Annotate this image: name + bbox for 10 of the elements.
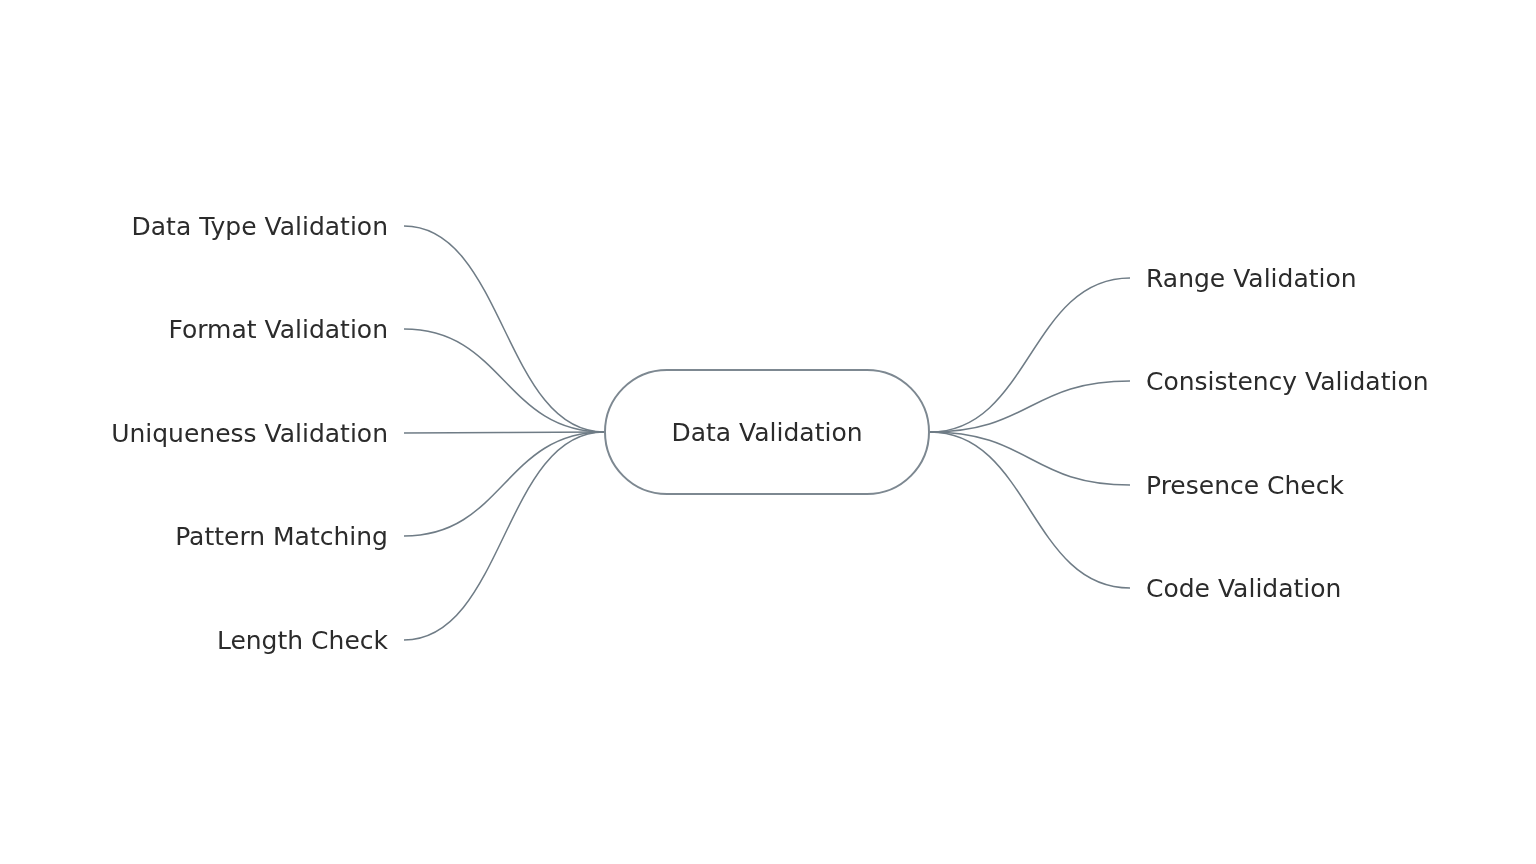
branch-label: Range Validation (1146, 263, 1357, 293)
branch-label: Uniqueness Validation (111, 418, 388, 448)
branch-label: Consistency Validation (1146, 366, 1429, 396)
branch-label: Length Check (216, 625, 388, 655)
branch-label: Pattern Matching (175, 521, 388, 551)
node-label: Data Validation (671, 417, 863, 447)
branch-label: Presence Check (1146, 470, 1344, 500)
branch-label: Code Validation (1146, 573, 1342, 603)
branch-label: Format Validation (168, 314, 388, 344)
branch-label: Data Type Validation (131, 211, 388, 241)
